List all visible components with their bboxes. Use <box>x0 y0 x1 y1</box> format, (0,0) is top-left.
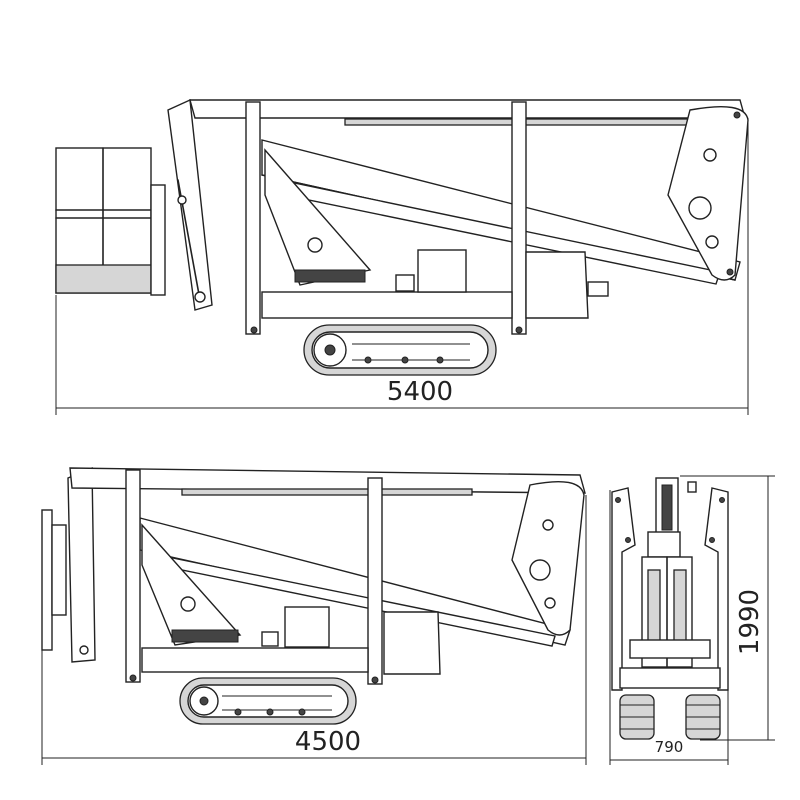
stowed-outrigger-frame <box>125 469 383 685</box>
dimension-label-4500: 4500 <box>295 727 361 757</box>
turret <box>264 148 609 319</box>
side-view-extended: 5400 <box>55 98 749 415</box>
crawler-track-bottom <box>179 677 357 725</box>
dimension-line-4500: 4500 <box>41 495 587 765</box>
front-mast <box>619 477 721 689</box>
front-left-outrigger <box>611 487 636 691</box>
jib-arm <box>167 98 213 311</box>
front-right-outrigger <box>704 487 729 691</box>
dimension-line-790: 790 <box>609 490 729 765</box>
dimension-label-5400: 5400 <box>387 377 453 407</box>
stowed-turret <box>141 523 441 675</box>
front-view: 790 1990 <box>609 475 775 765</box>
dimension-line-1990: 1990 <box>680 475 775 741</box>
dimension-label-1990: 1990 <box>735 589 765 655</box>
folded-basket <box>41 466 96 663</box>
work-basket <box>55 147 166 296</box>
crawler-track-top <box>303 324 497 376</box>
dimension-label-790: 790 <box>655 738 684 756</box>
outrigger-frame <box>245 101 527 335</box>
front-tracks <box>619 694 721 740</box>
side-view-stowed: 4500 <box>41 466 587 765</box>
dimension-line-5400: 5400 <box>55 118 749 415</box>
